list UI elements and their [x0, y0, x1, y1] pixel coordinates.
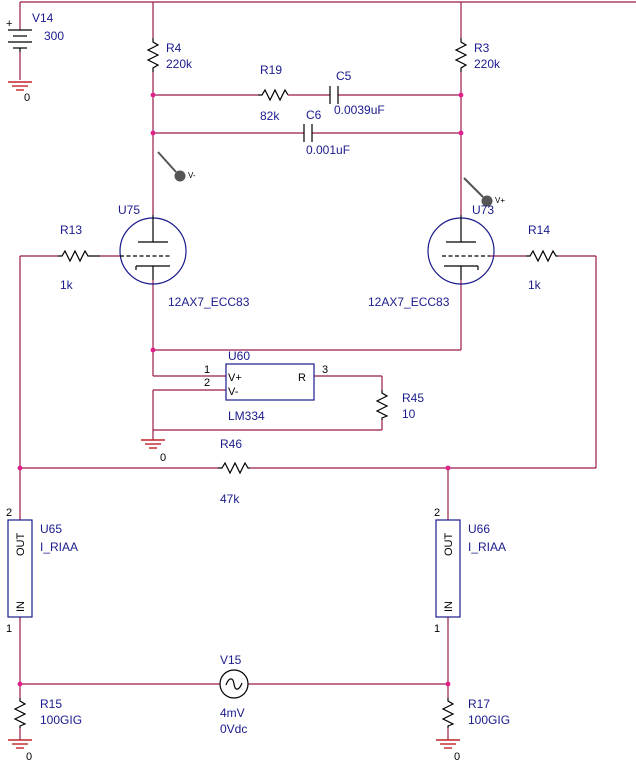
r19-value: 82k — [260, 109, 280, 123]
r4-resistor[interactable]: R4 220k — [146, 38, 193, 72]
r4-value: 220k — [166, 57, 193, 71]
probe-left-label: V- — [188, 171, 196, 180]
junction-dot — [150, 130, 156, 136]
wires — [19, 1, 636, 740]
ground-r17: 0 — [436, 739, 460, 763]
r46-ref: R46 — [220, 437, 242, 451]
u60-pin2: 2 — [204, 377, 210, 389]
u65-model: I_RIAA — [40, 540, 78, 554]
u66-pin-top: 2 — [434, 507, 440, 519]
c5-value: 0.0039uF — [334, 103, 385, 117]
r19-ref: R19 — [260, 63, 282, 77]
junction-dot — [445, 465, 451, 471]
r3-resistor[interactable]: R3 220k — [454, 38, 501, 72]
probe-left[interactable]: V- — [157, 151, 196, 182]
u60-pin-vplus: V+ — [228, 372, 242, 384]
junction-dot — [150, 92, 156, 98]
u66-in: IN — [443, 601, 455, 612]
u65-pin-bottom: 1 — [6, 623, 12, 635]
c5-capacitor[interactable]: C5 0.0039uF — [329, 69, 385, 117]
v14-source[interactable]: + V14 300 — [6, 11, 64, 52]
ground-v14-label: 0 — [24, 92, 30, 104]
u66-model: I_RIAA — [468, 540, 506, 554]
u60-model: LM334 — [228, 409, 265, 423]
r4-ref: R4 — [166, 41, 182, 55]
ground-v14: 0 — [8, 81, 32, 104]
r17-resistor[interactable]: R17 100GIG — [441, 697, 510, 728]
u60-pin1: 1 — [204, 364, 210, 376]
r13-resistor[interactable]: R13 1k — [58, 223, 100, 292]
r45-ref: R45 — [402, 391, 424, 405]
u60-pin-r: R — [298, 372, 306, 384]
u66-riaa[interactable]: 2 1 OUT IN U66 I_RIAA — [434, 507, 506, 635]
r17-value: 100GIG — [468, 713, 510, 727]
u66-out: OUT — [443, 533, 455, 557]
v15-value2: 0Vdc — [220, 722, 247, 736]
r15-resistor[interactable]: R15 100GIG — [13, 697, 82, 728]
r15-value: 100GIG — [40, 713, 82, 727]
r14-value: 1k — [528, 278, 542, 292]
probe-right[interactable]: V+ — [463, 177, 505, 207]
u66-pin-bottom: 1 — [434, 623, 440, 635]
r45-resistor[interactable]: R45 10 — [375, 390, 424, 421]
r17-ref: R17 — [468, 697, 490, 711]
v15-value1: 4mV — [220, 706, 245, 720]
probe-right-label: V+ — [495, 196, 505, 205]
ground-r15-label: 0 — [26, 751, 32, 763]
v14-ref: V14 — [32, 11, 54, 25]
junction-dot — [150, 347, 156, 353]
u65-in: IN — [15, 601, 27, 612]
v15-ref: V15 — [220, 653, 242, 667]
ground-r17-label: 0 — [454, 751, 460, 763]
u65-out: OUT — [15, 533, 27, 557]
u75-triode[interactable]: U75 12AX7_ECC83 — [118, 203, 250, 309]
svg-text:+: + — [6, 18, 12, 30]
r13-value: 1k — [60, 278, 74, 292]
c6-capacitor[interactable]: C6 0.001uF — [303, 108, 350, 157]
u60-pin3: 3 — [322, 364, 328, 376]
junction-dot — [17, 681, 23, 687]
junction-dot — [458, 130, 464, 136]
u65-riaa[interactable]: 2 1 OUT IN U65 I_RIAA — [6, 507, 78, 635]
u73-ref: U73 — [472, 203, 494, 217]
junction-dots — [17, 92, 464, 687]
r14-resistor[interactable]: R14 1k — [526, 223, 558, 292]
u65-ref: U65 — [40, 522, 62, 536]
u73-model: 12AX7_ECC83 — [368, 295, 450, 309]
ground-u60-label: 0 — [160, 452, 166, 464]
u60-pin-vminus: V- — [228, 386, 239, 398]
u75-model: 12AX7_ECC83 — [168, 295, 250, 309]
r46-resistor[interactable]: R46 47k — [218, 437, 250, 506]
r46-value: 47k — [220, 492, 240, 506]
ground-r15: 0 — [8, 739, 32, 763]
u60-ref: U60 — [228, 349, 250, 363]
u75-ref: U75 — [118, 203, 140, 217]
u66-ref: U66 — [468, 522, 490, 536]
r45-value: 10 — [402, 407, 416, 421]
c6-ref: C6 — [306, 108, 322, 122]
r3-ref: R3 — [474, 41, 490, 55]
junction-dot — [445, 681, 451, 687]
junction-dot — [17, 465, 23, 471]
ground-u60: 0 — [141, 439, 166, 464]
r19-resistor[interactable]: R19 82k — [258, 63, 289, 123]
u73-triode[interactable]: U73 12AX7_ECC83 — [368, 203, 495, 309]
r15-ref: R15 — [40, 697, 62, 711]
c5-ref: C5 — [336, 69, 352, 83]
r3-value: 220k — [474, 57, 501, 71]
r13-ref: R13 — [60, 223, 82, 237]
r14-ref: R14 — [528, 223, 550, 237]
v14-value: 300 — [44, 29, 64, 43]
u65-pin-top: 2 — [6, 507, 12, 519]
v15-source[interactable]: V15 4mV 0Vdc — [219, 653, 249, 736]
junction-dot — [458, 92, 464, 98]
c6-value: 0.001uF — [306, 143, 350, 157]
u60-lm334[interactable]: U60 V+ V- R 1 2 3 LM334 — [204, 349, 328, 423]
